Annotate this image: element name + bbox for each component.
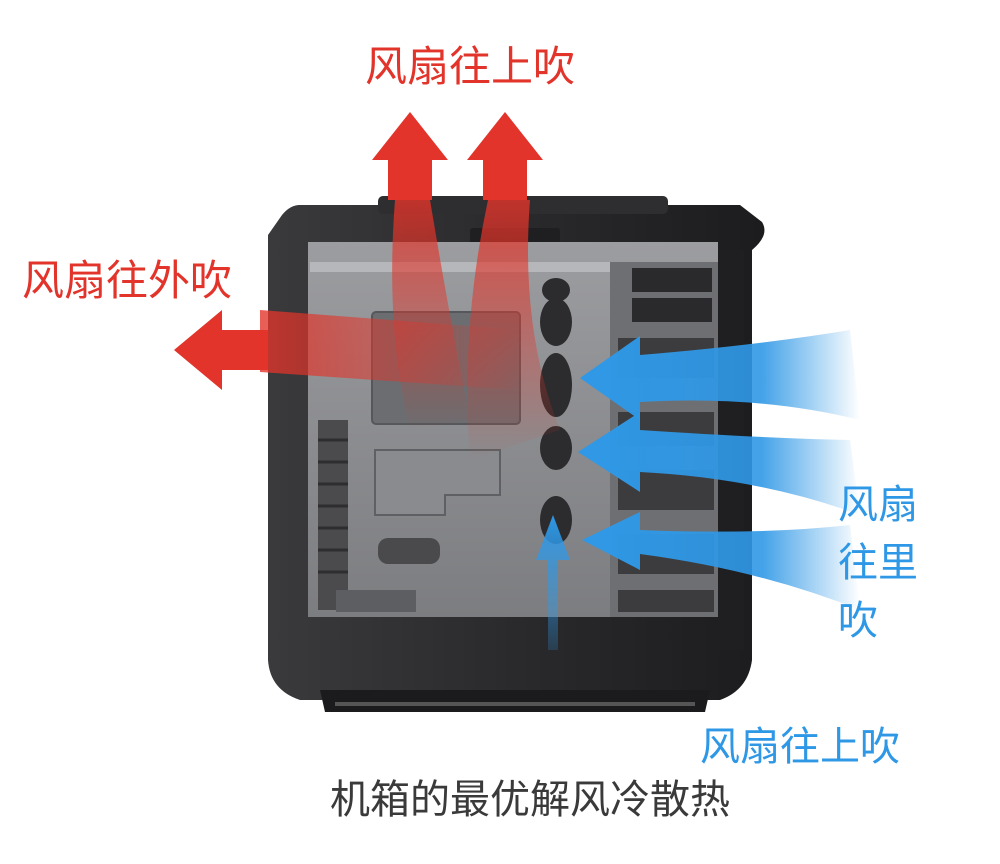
exhaust-airflow (174, 112, 560, 460)
top-exhaust-label: 风扇往上吹 (365, 42, 576, 91)
front-intake-label-line2: 往里 (838, 540, 918, 586)
exhaust-glow-left (260, 310, 520, 390)
front-intake-label-line1: 风扇 (838, 482, 918, 528)
interior-top-rail (310, 262, 630, 272)
front-intake-label-line3: 吹 (838, 598, 878, 644)
bottom-cutout (378, 538, 440, 564)
front-intake-arrow-2 (578, 412, 860, 515)
top-exhaust-arrow-2 (467, 112, 543, 200)
slot-lines (318, 438, 348, 574)
optical-bay-2 (632, 298, 712, 322)
top-exhaust-arrow-1 (372, 112, 448, 200)
front-intake-label: 风扇 往里 吹 (838, 476, 918, 650)
rear-slots (318, 420, 348, 610)
diagram-caption: 机箱的最优解风冷散热 (330, 777, 730, 823)
bottom-intake-arrow (536, 515, 570, 650)
front-intake-arrow-1 (580, 330, 860, 420)
psu-area (336, 590, 416, 612)
optical-bay-1 (632, 268, 712, 292)
case-base (320, 690, 710, 712)
intake-airflow (536, 330, 860, 650)
bottom-intake-label: 风扇往上吹 (700, 724, 900, 770)
case-base-highlight (335, 702, 695, 706)
side-exhaust-arrow (174, 310, 268, 390)
side-exhaust-label: 风扇往外吹 (22, 256, 233, 305)
front-intake-arrow-3 (582, 512, 860, 610)
